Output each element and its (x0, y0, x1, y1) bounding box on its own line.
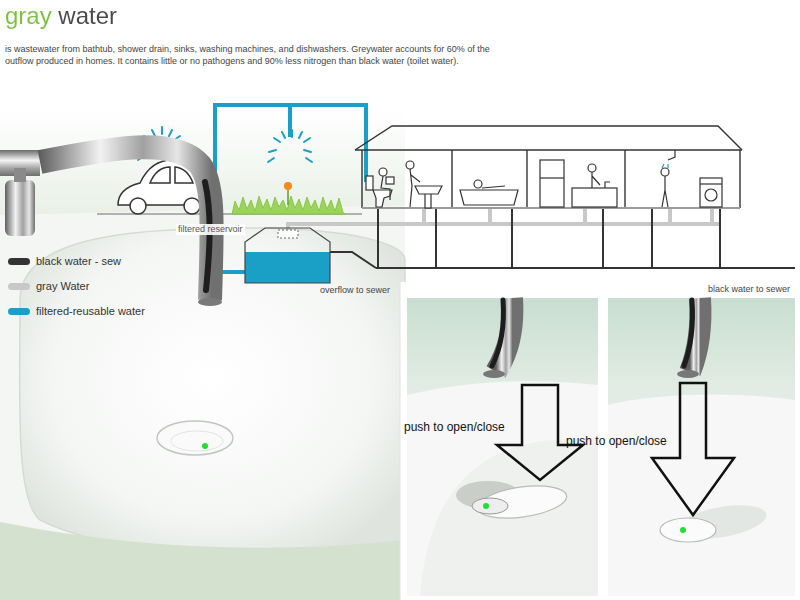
filtered-water-pipe (215, 105, 366, 272)
household-fixtures (386, 177, 394, 184)
legend-swatch (8, 308, 30, 315)
house-outline (739, 150, 740, 208)
household-fixtures (415, 186, 442, 194)
open-drain-photo (472, 498, 508, 514)
main-faucet (14, 168, 26, 182)
open-drain-photo (407, 381, 598, 596)
closed-drain-photo (660, 518, 716, 542)
bathroom-background (0, 522, 405, 600)
house-outline (355, 149, 742, 150)
household-fixtures (366, 150, 722, 208)
reservoir-tank (245, 228, 330, 283)
household-fixtures (482, 186, 505, 188)
push-label: push to open/close (404, 420, 505, 434)
reservoir-label: filtered reservoir (176, 224, 245, 235)
household-fixtures (700, 183, 722, 184)
legend-text: filtered-reusable water (36, 305, 145, 318)
household-fixtures (705, 189, 717, 201)
legend-text: black water - sew (36, 255, 121, 268)
legend-row: gray Water (8, 280, 89, 293)
filtered-water-pipe (288, 105, 292, 137)
open-drain-photo (497, 385, 583, 480)
house-outline (361, 150, 362, 208)
household-fixtures (373, 190, 392, 207)
house-outline (451, 150, 452, 208)
grass-patch (284, 182, 292, 190)
household-fixtures (662, 176, 668, 207)
sewer-label: black water to sewer (708, 284, 790, 295)
legend-row: filtered-reusable water (8, 305, 145, 318)
gray-water-pipe (288, 224, 720, 234)
household-fixtures (540, 160, 564, 207)
car-icon (184, 198, 200, 214)
household-fixtures (366, 176, 373, 190)
household-fixtures (668, 150, 675, 160)
house-outline (526, 150, 527, 208)
legend-swatch (8, 258, 30, 265)
black-water-pipe (330, 208, 795, 268)
black-water-pipe (378, 208, 720, 268)
household-fixtures (460, 190, 518, 205)
main-drain-button (157, 421, 233, 455)
household-fixtures (592, 172, 600, 188)
overflow-label: overflow to sewer (320, 285, 390, 296)
car-icon (150, 167, 170, 183)
household-fixtures (410, 169, 420, 207)
household-fixtures (474, 180, 482, 188)
main-drain-button (171, 431, 223, 451)
open-drain-photo (483, 503, 489, 509)
reservoir-tank (278, 230, 298, 238)
reservoir-tank (245, 252, 330, 283)
house-outline (355, 126, 742, 150)
gray-water-pipe (288, 208, 720, 234)
bathroom-background (0, 110, 405, 600)
detail-panel (400, 282, 800, 600)
household-fixtures (540, 177, 564, 178)
closed-drain-photo (680, 527, 686, 533)
main-drain-button (157, 421, 233, 455)
closed-drain-photo (684, 300, 693, 366)
push-label: push to open/close (566, 434, 667, 448)
legend-swatch (8, 283, 30, 290)
black-water-pipe (376, 267, 795, 269)
closed-drain-photo (652, 383, 734, 515)
filtered-water-pipe (215, 105, 366, 272)
household-fixtures (572, 188, 617, 207)
household-fixtures (662, 164, 668, 168)
closed-drain-photo (677, 370, 699, 378)
grass-patch (232, 182, 345, 214)
reservoir-tank (245, 228, 330, 283)
page-title: gray water (5, 2, 117, 31)
detail-panel (400, 282, 800, 600)
household-fixtures (588, 164, 596, 172)
household-fixtures (605, 182, 610, 188)
legend-row: black water - sew (8, 255, 121, 268)
grass-patch (287, 190, 289, 205)
household-fixtures (425, 193, 431, 208)
black-water-pipe (330, 252, 376, 268)
main-faucet (198, 298, 222, 306)
house-outline (355, 126, 742, 208)
legend-text: gray Water (36, 280, 89, 293)
open-drain-photo (483, 370, 505, 378)
main-faucet (205, 182, 210, 290)
household-fixtures (700, 178, 722, 207)
main-faucet (5, 180, 35, 236)
main-drain-button (202, 443, 208, 449)
car-icon (130, 198, 146, 214)
household-fixtures (406, 161, 414, 169)
open-drain-photo (492, 300, 503, 366)
intro-paragraph: is wastewater from bathtub, shower drain… (5, 44, 495, 67)
closed-drain-photo (608, 395, 795, 596)
household-fixtures (661, 168, 669, 176)
open-drain-photo (420, 439, 598, 596)
gray-water-pipe (424, 208, 712, 224)
bathroom-background (0, 110, 405, 600)
detail-panel (400, 282, 401, 600)
house-outline (624, 150, 625, 208)
household-fixtures (379, 168, 387, 176)
